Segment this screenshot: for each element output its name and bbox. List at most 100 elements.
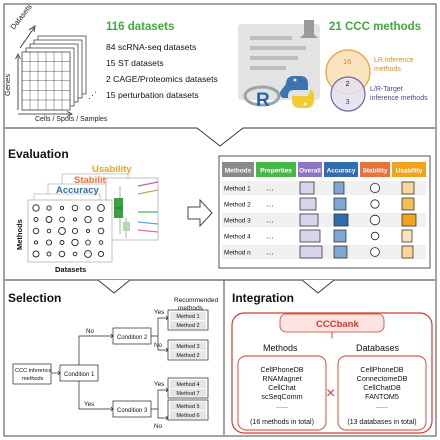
stability-mark <box>369 182 380 193</box>
branch-no-3: No <box>154 423 163 430</box>
dot-matrix-point <box>58 250 66 258</box>
integration-databases-list: CellPhoneDBConnectomeDBCellChatDBFANTOM5… <box>347 365 416 426</box>
accuracy-bar <box>333 229 347 243</box>
integration-database-item: ...... <box>376 401 388 410</box>
venn-count-both: 2 <box>346 79 350 88</box>
recommended-method-cell <box>170 402 206 410</box>
table-header-label: Properties <box>260 168 292 175</box>
table-header-cell <box>298 162 322 177</box>
dot-matrix-point <box>33 217 39 222</box>
dot-matrix-point <box>85 239 91 246</box>
table-row-properties: … <box>266 200 274 209</box>
recommended-label-2: methods <box>178 305 204 312</box>
integration-methods-total: (16 methods in total) <box>250 419 314 426</box>
dot-matrix-point <box>32 204 40 212</box>
cube-grid <box>22 52 70 110</box>
dot-matrix-point <box>97 250 105 258</box>
table-row <box>222 181 426 195</box>
table-row-method: Method 4 <box>224 234 251 241</box>
stability-mark <box>369 214 381 226</box>
dot-matrix-point <box>33 240 39 245</box>
divider-arrow-right <box>301 279 335 294</box>
overall-bar <box>299 197 317 211</box>
venn-count-lrt: 3 <box>346 97 350 106</box>
start-label-1: CCC inference <box>15 368 52 374</box>
dot-matrix-point <box>46 228 52 234</box>
integration-database-item: FANTOM5 <box>365 392 399 401</box>
venn-count-lr: 16 <box>343 57 351 66</box>
recommended-method-cell <box>170 312 206 320</box>
dataset-line-2: 15 ST datasets <box>106 58 164 68</box>
boxplot-panel <box>105 177 159 241</box>
accuracy-bar <box>333 245 348 259</box>
integration-methods-list: CellPhoneDBRNAMagnetCellChatscSeqComm...… <box>250 365 314 426</box>
table-row-properties: … <box>266 248 274 257</box>
dot-matrix-point <box>46 251 52 257</box>
dot-matrix-point <box>98 240 104 245</box>
recommended-method-cell <box>170 351 206 359</box>
branch-no-2: No <box>154 342 163 349</box>
recommended-method-cell <box>170 389 206 397</box>
dot-matrix-point <box>97 204 105 212</box>
methods-title: 21 CCC methods <box>329 21 421 33</box>
svg-text:R: R <box>256 90 270 111</box>
integration-database-item: CellChatDB <box>363 383 401 392</box>
integration-method-item: ...... <box>276 401 288 410</box>
recommended-method: Method 4 <box>176 382 199 388</box>
dataset-line-4: 15 perturbation datasets <box>106 90 199 100</box>
dot-matrix-point <box>32 250 40 258</box>
condition-1: Condition 1 <box>64 372 95 378</box>
axis-cells-label: Cells / Spots / Samples <box>35 116 108 123</box>
decision-tree <box>12 315 169 421</box>
branch-yes-1: Yes <box>84 401 94 408</box>
dot-matrix-point <box>32 227 40 235</box>
recommended-method: Method 3 <box>176 344 199 350</box>
cccbank-panel <box>231 312 433 434</box>
branch-yes-3: Yes <box>154 381 164 388</box>
recommended-method: Method 6 <box>176 413 199 419</box>
dot-matrix-point <box>85 205 91 211</box>
axis-datasets-label: Datasets <box>8 2 33 31</box>
integration-database-item: ConnectomeDB <box>357 374 408 383</box>
table-header-label: Overall <box>299 168 321 175</box>
integration-method-item: RNAMagnet <box>262 374 301 383</box>
dataset-line-1: 84 scRNA-seq datasets <box>106 42 196 52</box>
table-header-label: Methods <box>225 168 252 175</box>
integration-method-item: CellPhoneDB <box>260 365 303 374</box>
evaluation-title: Evaluation <box>8 147 69 161</box>
table-header-cell <box>222 162 254 177</box>
dot-matrix-point <box>84 215 92 224</box>
integration-method-item: CellChat <box>268 383 296 392</box>
table-row-method: Method 2 <box>224 202 251 209</box>
table-header-cell <box>360 162 390 177</box>
table-row-properties: … <box>266 184 274 193</box>
overall-bar <box>299 181 315 195</box>
dot-axis-methods: Methods <box>15 219 24 250</box>
overall-bar <box>299 245 323 259</box>
recommended-method: Method 2 <box>176 323 199 329</box>
dot-matrix-point <box>59 240 65 245</box>
dot-matrix-point <box>72 217 78 222</box>
selection-title: Selection <box>8 291 61 305</box>
usability-bar <box>401 245 414 259</box>
branch-no-1: No <box>86 328 95 335</box>
overall-bar <box>299 213 319 227</box>
dataset-line-3: 2 CAGE/Proteomics datasets <box>106 74 218 84</box>
r-language-icon: R <box>243 85 281 111</box>
stack-label-usability: Usability <box>92 164 132 175</box>
table-row-properties: … <box>266 216 274 225</box>
table-row <box>222 197 426 211</box>
dot-matrix-point <box>71 204 79 212</box>
recommended-label-1: Recommended <box>174 297 218 304</box>
cube-ellipsis: ⋰ <box>88 90 97 100</box>
dot-matrix-point <box>71 227 79 235</box>
branch-yes-2: Yes <box>154 309 164 316</box>
python-language-icon <box>280 76 314 108</box>
dot-matrix-point <box>59 205 65 211</box>
recommended-method: Method 1 <box>176 314 199 320</box>
dot-matrix-point <box>71 238 79 247</box>
table-row <box>222 245 426 259</box>
